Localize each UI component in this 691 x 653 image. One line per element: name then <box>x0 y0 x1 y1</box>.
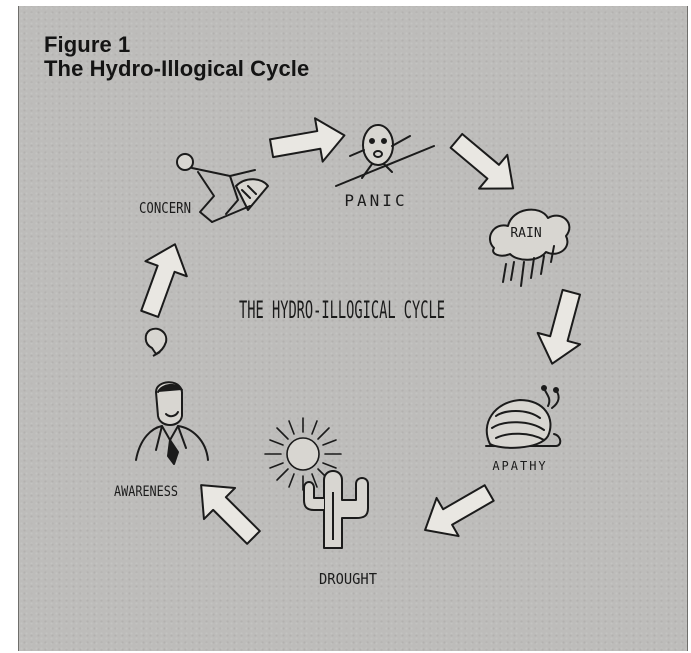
panicking-egg-man-icon <box>336 125 434 186</box>
label-awareness: AWARENESS <box>114 484 178 500</box>
snail-icon <box>486 386 560 448</box>
center-label: THE HYDRO-ILLOGICAL CYCLE <box>239 296 445 324</box>
man-in-suit-icon <box>136 382 208 464</box>
label-panic: PANIC <box>344 191 407 210</box>
arrow-concern-to-panic <box>268 114 349 170</box>
label-apathy: APATHY <box>492 459 547 473</box>
lightbulb-icon <box>146 329 167 356</box>
arrow-apathy-to-drought <box>414 474 500 549</box>
label-concern: CONCERN <box>139 199 191 217</box>
label-drought: DROUGHT <box>319 570 377 588</box>
label-rain: RAIN <box>510 226 541 241</box>
arrow-awareness-to-concern <box>129 237 196 322</box>
cactus-icon <box>304 471 368 548</box>
arrow-rain-to-apathy <box>531 287 593 370</box>
rain-cloud-icon <box>490 210 569 286</box>
arrow-drought-to-awareness <box>186 470 269 553</box>
arrow-panic-to-rain <box>442 124 527 205</box>
